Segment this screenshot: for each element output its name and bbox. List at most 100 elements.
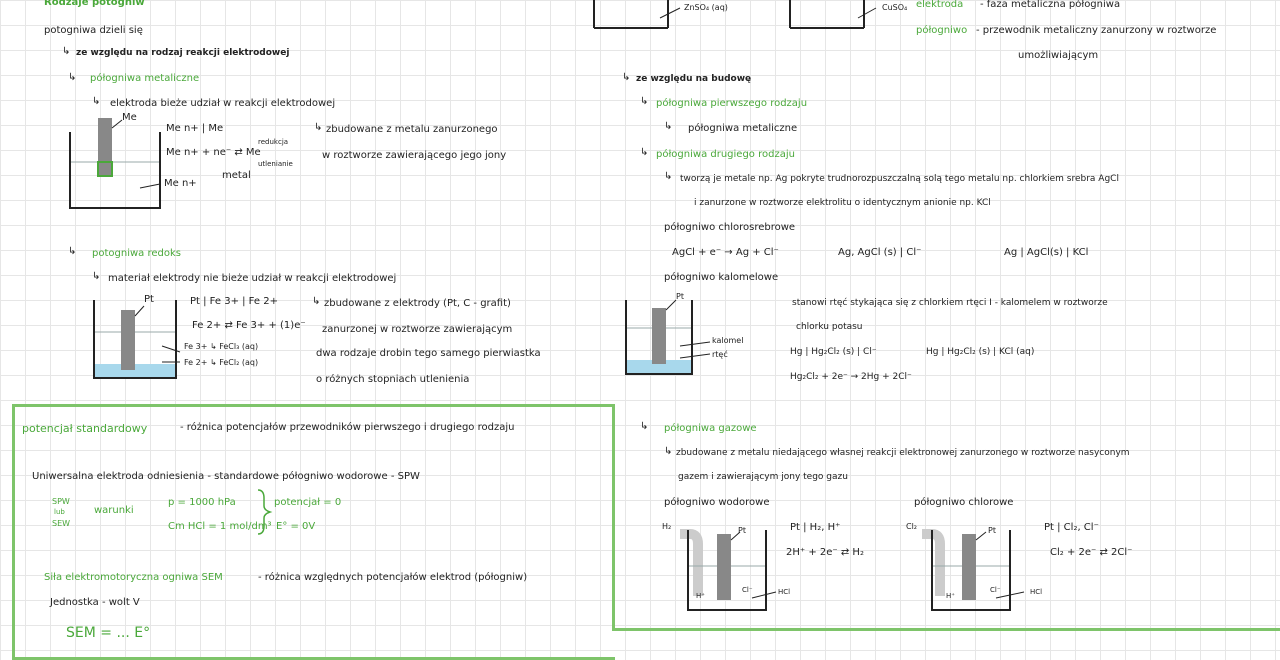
by-reaction-heading: ze względu na rodzaj reakcji elektrodowe… <box>76 48 290 58</box>
metal-eq1: Me n+ | Me <box>166 123 224 134</box>
kal-desc1: stanowi rtęć stykająca się z chlorkiem r… <box>792 298 1108 308</box>
metal-desc2: w roztworze zawierającego jego jony <box>322 150 507 161</box>
h-hcl-label: HCl <box>778 588 791 596</box>
hg-eq2: Hg | Hg₂Cl₂ (s) | KCl (aq) <box>926 347 1035 357</box>
arrow-icon: ↳ <box>664 121 673 132</box>
cl-hplus-label: H⁺ <box>946 592 955 600</box>
conditions-brace <box>257 489 273 535</box>
sem-formula: SEM = ... E° <box>66 625 151 641</box>
hg-eq3: Hg₂Cl₂ + 2e⁻ → 2Hg + 2Cl⁻ <box>790 372 912 382</box>
spw-label: SPW <box>52 497 70 506</box>
hg-eq1: Hg | Hg₂Cl₂ (s) | Cl⁻ <box>790 347 877 357</box>
redox-fe2-label: Fe 2+ ↳ FeCl₂ (aq) <box>184 358 259 367</box>
gas-electrode-box <box>612 404 1280 631</box>
h-eq2: 2H⁺ + 2e⁻ ⇄ H₂ <box>786 547 864 558</box>
gas-desc2: gazem i zawierającym jony tego gazu <box>678 472 848 482</box>
sem-val: - różnica względnych potencjałów elektro… <box>258 572 528 583</box>
arrow-icon: ↳ <box>68 246 77 257</box>
arrow-icon: ↳ <box>664 446 673 457</box>
metal-title: półogniwa metaliczne <box>90 73 200 84</box>
section-heading: Rodzaje potogniw <box>44 0 145 8</box>
arrow-bottom-label: utlenianie <box>258 160 293 168</box>
conditions-label: warunki <box>94 505 134 516</box>
metal-note: elektroda bieże udział w reakcji elektro… <box>110 98 336 109</box>
bullet-kalomelowe: półogniwo kalomelowe <box>664 272 779 283</box>
second-desc1: tworzą je metale np. Ag pokryte trudnoro… <box>680 174 1119 184</box>
redox-title: potogniwa redoks <box>92 248 181 259</box>
metal-desc1: zbudowane z metalu zanurzonego <box>326 124 498 135</box>
std-potential-val: - różnica potencjałów przewodników pierw… <box>180 422 515 433</box>
redox-eq1: Pt | Fe 3+ | Fe 2+ <box>190 296 278 307</box>
redox-pt-label: Pt <box>144 294 154 305</box>
metal-label: metal <box>222 170 251 181</box>
arrow-icon: ↳ <box>640 147 649 158</box>
gas-desc1: zbudowane z metalu niedającego własnej r… <box>676 448 1130 458</box>
arrow-icon: ↳ <box>92 271 101 282</box>
arrow-icon: ↳ <box>640 421 649 432</box>
first-kind-sub: półogniwa metaliczne <box>688 123 798 134</box>
by-build-heading: ze względu na budowę <box>636 74 752 84</box>
h-clminus-label: Cl⁻ <box>742 586 753 594</box>
e0-value: E° = 0V <box>276 521 316 532</box>
redox-fe3-label: Fe 3+ ↳ FeCl₃ (aq) <box>184 342 259 351</box>
def-electrode-val: - faza metaliczna półogniwa <box>980 0 1121 10</box>
cuso4-label: CuSO₄ <box>882 3 908 12</box>
cl-clminus-label: Cl⁻ <box>990 586 1001 594</box>
concentration-condition: Cm HCl = 1 mol/dm³ <box>168 521 272 532</box>
h2-label: H₂ <box>662 522 672 531</box>
bullet-chlorosrebrowe: półogniwo chlorosrebrowe <box>664 222 796 233</box>
arrow-icon: ↳ <box>68 72 77 83</box>
arrow-top-label: redukcja <box>258 138 289 146</box>
redox-desc2: zanurzonej w roztworze zawierającym <box>322 324 513 335</box>
znso4-label: ZnSO₄ (aq) <box>684 3 728 12</box>
gas-title: półogniwa gazowe <box>664 423 757 434</box>
calomel-pt-label: Pt <box>676 292 684 301</box>
cuso4-beaker-diagram <box>789 0 877 29</box>
cl-eq1: Pt | Cl₂, Cl⁻ <box>1044 522 1099 533</box>
ag-eq2: Ag, AgCl (s) | Cl⁻ <box>838 247 922 258</box>
redox-electrode-diagram <box>93 300 181 379</box>
sew-label: SEW <box>52 519 71 528</box>
h-eq1: Pt | H₂, H⁺ <box>790 522 841 533</box>
cl-pt-label: Pt <box>988 526 996 535</box>
metal-eq2: Me n+ + ne⁻ ⇄ Me <box>166 147 261 158</box>
bullet-chlorine: półogniwo chlorowe <box>914 497 1014 508</box>
redox-desc3: dwa rodzaje drobin tego samego pierwiast… <box>316 348 541 359</box>
calomel-electrode-diagram <box>625 299 711 375</box>
pressure-condition: p = 1000 hPa <box>168 497 236 508</box>
redox-desc4: o różnych stopniach utlenienia <box>316 374 470 385</box>
redox-desc1: zbudowane z elektrody (Pt, C - grafit) <box>324 298 511 309</box>
def-halfcell-key: półogniwo <box>916 25 968 36</box>
arrow-icon: ↳ <box>314 122 323 133</box>
redox-note: materiał elektrody nie bieże udział w re… <box>108 273 397 284</box>
sem-key: Siła elektromotoryczna ogniwa SEM <box>44 572 223 583</box>
def-halfcell-cont: umożliwiającym <box>1018 50 1099 61</box>
def-halfcell-val: - przewodnik metaliczny zanurzony w rozt… <box>976 25 1217 36</box>
calomel-label: kalomel <box>712 336 744 345</box>
arrow-icon: ↳ <box>640 96 649 107</box>
ag-eq1: AgCl + e⁻ → Ag + Cl⁻ <box>672 247 779 258</box>
lub-label: lub <box>54 508 65 516</box>
def-electrode-key: elektroda <box>916 0 964 10</box>
intro-text: potogniwa dzieli się <box>44 25 143 36</box>
cl-eq2: Cl₂ + 2e⁻ ⇄ 2Cl⁻ <box>1050 547 1133 558</box>
cl-hcl-label: HCl <box>1030 588 1043 596</box>
bullet-hydrogen: półogniwo wodorowe <box>664 497 770 508</box>
std-potential-key: potencjał standardowy <box>22 422 148 435</box>
potential-zero: potencjał = 0 <box>274 497 342 508</box>
arrow-icon: ↳ <box>622 72 631 83</box>
kal-desc2: chlorku potasu <box>796 322 863 332</box>
ag-eq3: Ag | AgCl(s) | KCl <box>1004 247 1089 258</box>
metal-electrode-diagram <box>69 118 161 209</box>
arrow-icon: ↳ <box>62 46 71 57</box>
diagram-label-me: Me <box>122 112 137 123</box>
znso4-beaker-diagram <box>593 0 681 29</box>
arrow-icon: ↳ <box>664 171 673 182</box>
h-pt-label: Pt <box>738 526 746 535</box>
mercury-label: rtęć <box>712 350 728 359</box>
universal-electrode: Uniwersalna elektroda odniesienia - stan… <box>32 471 420 482</box>
hydrogen-electrode-diagram <box>680 529 777 611</box>
redox-eq2: Fe 2+ ⇄ Fe 3+ + (1)e⁻ <box>192 320 306 331</box>
second-desc2: i zanurzone w roztworze elektrolitu o id… <box>694 198 991 208</box>
diagrams-layer <box>69 0 1025 611</box>
